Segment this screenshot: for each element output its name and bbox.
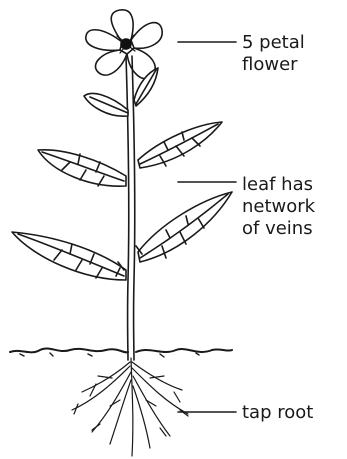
roots [72, 358, 188, 456]
label-leaf-line-2: network [242, 196, 315, 218]
label-flower-line-2: flower [242, 54, 305, 76]
main-stem [126, 56, 129, 360]
label-leaf: leaf has network of veins [242, 174, 315, 240]
label-flower-line-1: 5 petal [242, 32, 305, 54]
flower [86, 10, 162, 79]
label-leaf-line-1: leaf has [242, 174, 315, 196]
label-root: tap root [242, 402, 313, 424]
leaf-lower-left [12, 232, 126, 280]
label-flower: 5 petal flower [242, 32, 305, 76]
flower-center [121, 39, 131, 49]
label-leaf-line-3: of veins [242, 218, 315, 240]
label-root-line-1: tap root [242, 402, 313, 424]
ground-line [10, 348, 232, 352]
